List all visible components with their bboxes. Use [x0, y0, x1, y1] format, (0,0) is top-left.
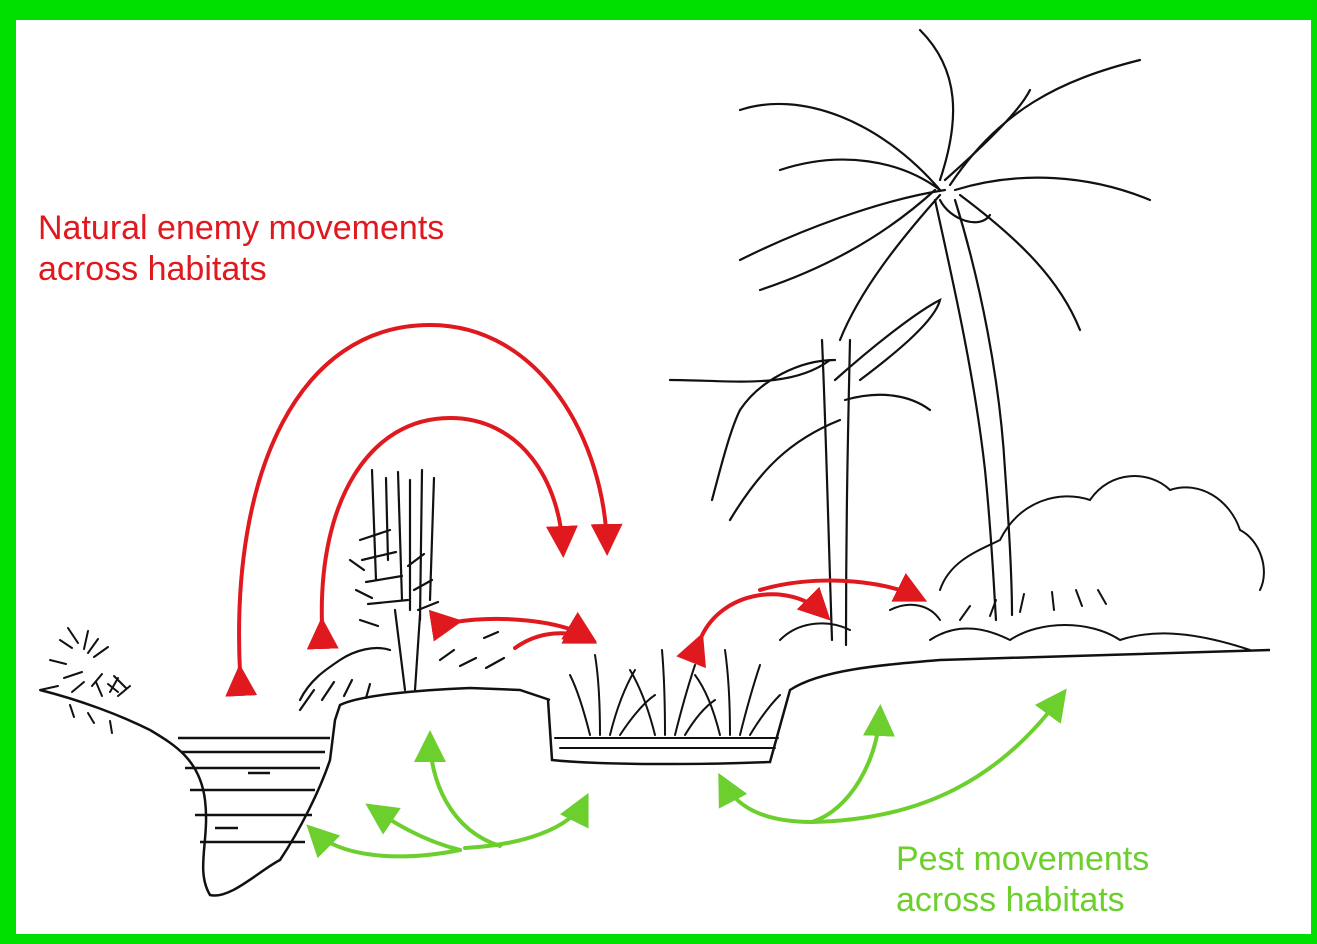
- natural-enemy-label-line2: across habitats: [38, 249, 444, 290]
- pest-arrow-cane: [430, 738, 500, 846]
- pest-arrow-banana: [812, 712, 880, 822]
- natural-enemy-label: Natural enemy movements across habitats: [38, 208, 444, 290]
- pest-label-line1: Pest movements: [896, 839, 1149, 880]
- enemy-arrow-paddy-to-banana: [700, 594, 825, 640]
- pest-label-line2: across habitats: [896, 880, 1149, 921]
- pest-arrow-right-back: [722, 780, 812, 822]
- pest-arrow-left-up: [372, 808, 460, 850]
- bushes: [780, 476, 1264, 650]
- coconut-palm: [740, 30, 1150, 620]
- enemy-arrow-mid-arc: [322, 418, 563, 625]
- pest-label: Pest movements across habitats: [896, 839, 1149, 921]
- natural-enemy-label-line1: Natural enemy movements: [38, 208, 444, 249]
- pest-arrow-bush: [812, 695, 1062, 822]
- natural-enemy-arrows: [239, 325, 920, 672]
- small-shrub: [40, 628, 130, 733]
- sugarcane-clump: [300, 470, 504, 710]
- pond: [178, 738, 330, 842]
- enemy-arrow-shrub-to-paddy: [515, 633, 590, 648]
- pest-arrows: [312, 695, 1062, 856]
- banana-plant: [670, 300, 940, 645]
- rice-paddy: [555, 650, 780, 748]
